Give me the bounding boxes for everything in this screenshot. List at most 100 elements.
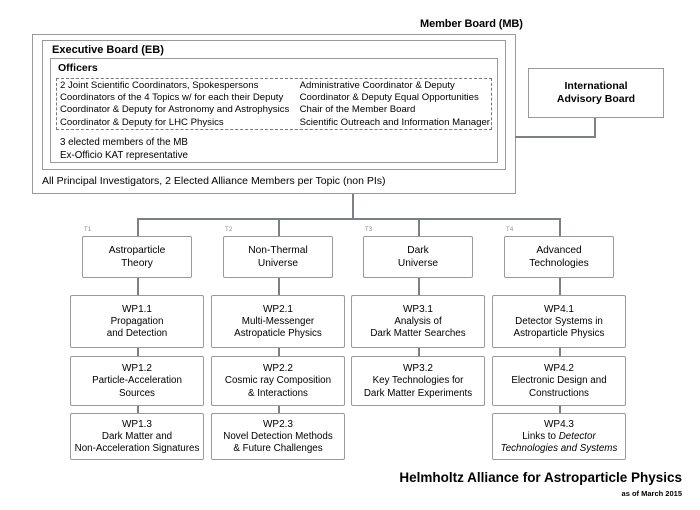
wp-description: Particle-Acceleration Sources bbox=[92, 375, 182, 400]
topic-tag-t2: T2 bbox=[225, 227, 233, 233]
officers-column-left: 2 Joint Scientific Coordinators, Spokesp… bbox=[60, 80, 300, 129]
wp-desc-line-1: Electronic Design and bbox=[511, 375, 607, 387]
extra-member-item: 3 elected members of the MB bbox=[60, 137, 188, 148]
wp-desc-line-2: Non-Acceleration Signatures bbox=[74, 443, 200, 454]
topic-tag-t4: T4 bbox=[506, 227, 514, 233]
topic-box-t3[interactable]: Dark Universe bbox=[363, 236, 473, 278]
topic-line-1: Advanced bbox=[536, 245, 582, 256]
topic-line-1: Astroparticle bbox=[108, 245, 166, 256]
officers-dashed-frame bbox=[56, 78, 492, 130]
wp-desc-line-1: Links to bbox=[522, 430, 559, 442]
wp-box-4-1[interactable]: WP4.1 Detector Systems in Astroparticle … bbox=[492, 295, 626, 348]
connector-wp41-wp42 bbox=[559, 348, 561, 356]
wp-box-4-3[interactable]: WP4.3 Links to Detector Technologies and… bbox=[492, 413, 626, 460]
officer-item: Coordinator & Deputy Equal Opportunities bbox=[299, 92, 479, 104]
topic-tag-t1: T1 bbox=[84, 227, 92, 233]
wp-description: Multi-Messenger Astropaticle Physics bbox=[234, 316, 322, 341]
wp-code: WP3.2 bbox=[402, 363, 433, 375]
wp-desc-line-1: Key Technologies for bbox=[372, 375, 464, 387]
topic-label: Non-Thermal Universe bbox=[248, 244, 307, 270]
connector-trunk-vertical bbox=[352, 194, 354, 219]
topic-label: Advanced Technologies bbox=[529, 244, 588, 270]
topic-line-2: Technologies bbox=[529, 258, 589, 269]
officer-item: Administrative Coordinator & Deputy bbox=[299, 80, 455, 91]
wp-desc-line-2: Sources bbox=[119, 387, 155, 399]
officers-columns: 2 Joint Scientific Coordinators, Spokesp… bbox=[60, 80, 496, 129]
wp-desc-line-1: Cosmic ray Composition bbox=[224, 375, 332, 387]
topic-box-t4[interactable]: Advanced Technologies bbox=[504, 236, 614, 278]
wp-desc-line-1: Dark Matter and bbox=[101, 430, 173, 442]
wp-code: WP3.1 bbox=[402, 303, 433, 315]
wp-desc-line-1: Multi-Messenger bbox=[241, 315, 315, 327]
wp-code: WP4.1 bbox=[543, 303, 574, 315]
wp-desc-line-2: Constructions bbox=[529, 387, 589, 399]
connector-wp21-wp22 bbox=[278, 348, 280, 356]
wp-desc-line-2-italic: Technologies and Systems bbox=[500, 443, 618, 454]
officers-title: Officers bbox=[58, 62, 98, 74]
wp-box-2-1[interactable]: WP2.1 Multi-Messenger Astropaticle Physi… bbox=[211, 295, 345, 348]
wp-box-3-1[interactable]: WP3.1 Analysis of Dark Matter Searches bbox=[351, 295, 485, 348]
topic-line-1: Dark bbox=[407, 245, 429, 256]
wp-desc-line-2: and Detection bbox=[106, 328, 168, 339]
wp-desc-line-1: Propagation bbox=[110, 315, 164, 327]
officer-item: 2 Joint Scientific Coordinators, Spokesp… bbox=[60, 80, 259, 91]
topic-tag-t3: T3 bbox=[365, 227, 373, 233]
officers-box bbox=[50, 58, 498, 163]
international-advisory-board-box: International Advisory Board bbox=[528, 68, 664, 118]
wp-desc-line-1-italic: Detector bbox=[558, 430, 596, 442]
iab-line-2: Advisory Board bbox=[556, 93, 636, 105]
topic-box-t1[interactable]: Astroparticle Theory bbox=[82, 236, 192, 278]
topic-line-1: Non-Thermal bbox=[248, 245, 308, 256]
officer-item: Coordinators of the 4 Topics w/ for each… bbox=[60, 92, 284, 104]
officers-column-right: Administrative Coordinator & Deputy Coor… bbox=[300, 80, 496, 129]
executive-board-extra-members: 3 elected members of the MB Ex-Officio K… bbox=[60, 136, 188, 162]
connector-branch-t4 bbox=[559, 218, 561, 236]
wp-code: WP2.3 bbox=[262, 418, 293, 430]
wp-box-1-2[interactable]: WP1.2 Particle-Acceleration Sources bbox=[70, 356, 204, 406]
connector-t1-wp11 bbox=[137, 278, 139, 295]
wp-description: Links to Detector Technologies and Syste… bbox=[501, 431, 618, 456]
wp-description: Dark Matter and Non-Acceleration Signatu… bbox=[75, 431, 200, 456]
wp-code: WP4.3 bbox=[543, 418, 574, 430]
connector-wp11-wp12 bbox=[137, 348, 139, 356]
connector-branch-t2 bbox=[278, 218, 280, 236]
connector-t3-wp31 bbox=[418, 278, 420, 295]
connector-wp12-wp13 bbox=[137, 406, 139, 413]
wp-box-2-2[interactable]: WP2.2 Cosmic ray Composition & Interacti… bbox=[211, 356, 345, 406]
connector-branch-t1 bbox=[137, 218, 139, 236]
wp-description: Electronic Design and Constructions bbox=[511, 375, 606, 400]
wp-desc-line-1: Particle-Acceleration bbox=[92, 375, 182, 387]
wp-code: WP1.2 bbox=[121, 363, 152, 375]
wp-description: Propagation and Detection bbox=[107, 316, 167, 341]
wp-box-2-3[interactable]: WP2.3 Novel Detection Methods & Future C… bbox=[211, 413, 345, 460]
international-advisory-board-label: International Advisory Board bbox=[557, 80, 635, 106]
wp-code: WP2.1 bbox=[262, 303, 293, 315]
connector-t2-wp21 bbox=[278, 278, 280, 295]
wp-description: Novel Detection Methods & Future Challen… bbox=[223, 431, 332, 456]
wp-box-4-2[interactable]: WP4.2 Electronic Design and Construction… bbox=[492, 356, 626, 406]
member-board-footer-text: All Principal Investigators, 2 Elected A… bbox=[42, 175, 386, 187]
topic-box-t2[interactable]: Non-Thermal Universe bbox=[223, 236, 333, 278]
wp-code: WP2.2 bbox=[262, 363, 293, 375]
wp-description: Detector Systems in Astroparticle Physic… bbox=[514, 316, 605, 341]
footer-title: Helmholtz Alliance for Astroparticle Phy… bbox=[399, 470, 682, 485]
connector-t4-wp41 bbox=[559, 278, 561, 295]
wp-box-1-3[interactable]: WP1.3 Dark Matter and Non-Acceleration S… bbox=[70, 413, 204, 460]
wp-desc-line-2: Dark Matter Experiments bbox=[363, 387, 473, 399]
connector-branch-t3 bbox=[418, 218, 420, 236]
wp-code: WP1.3 bbox=[121, 418, 152, 430]
wp-desc-line-1: Analysis of bbox=[394, 315, 442, 327]
topic-label: Dark Universe bbox=[398, 244, 438, 270]
wp-desc-line-2: Dark Matter Searches bbox=[370, 328, 466, 339]
wp-desc-line-1: Novel Detection Methods bbox=[223, 430, 333, 442]
executive-board-title: Executive Board (EB) bbox=[52, 44, 164, 56]
wp-desc-line-1: Detector Systems in bbox=[515, 315, 603, 327]
footer-subtitle: as of March 2015 bbox=[621, 489, 682, 498]
wp-description: Key Technologies for Dark Matter Experim… bbox=[364, 375, 472, 400]
wp-description: Cosmic ray Composition & Interactions bbox=[225, 375, 331, 400]
wp-box-3-2[interactable]: WP3.2 Key Technologies for Dark Matter E… bbox=[351, 356, 485, 406]
connector-wp42-wp43 bbox=[559, 406, 561, 413]
iab-line-1: International bbox=[564, 80, 628, 92]
wp-box-1-1[interactable]: WP1.1 Propagation and Detection bbox=[70, 295, 204, 348]
